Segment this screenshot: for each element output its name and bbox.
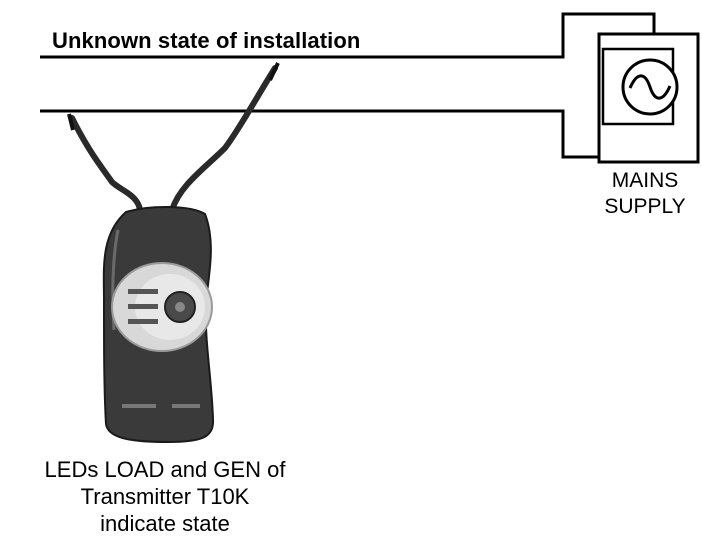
installation-wires bbox=[40, 12, 656, 159]
t10k-transmitter-device bbox=[102, 206, 215, 444]
mains-supply bbox=[597, 32, 700, 164]
left-probe-tip bbox=[67, 113, 75, 131]
mains-label-line-2: SUPPLY bbox=[604, 195, 686, 218]
diagram-title: Unknown state of installation bbox=[52, 28, 361, 53]
device-caption: LEDs LOAD and GEN of Transmitter T10K in… bbox=[0, 456, 330, 537]
mains-supply-label: MAINS SUPPLY bbox=[590, 168, 700, 220]
test-leads bbox=[67, 62, 280, 213]
led-gen-indicator bbox=[128, 319, 158, 324]
lower-conductor bbox=[40, 109, 600, 159]
caption-line-1: LEDs LOAD and GEN of bbox=[44, 457, 286, 482]
left-test-lead bbox=[69, 115, 143, 213]
caption-line-2: Transmitter T10K bbox=[80, 484, 250, 509]
upper-conductor bbox=[40, 12, 656, 59]
right-probe-tip bbox=[268, 62, 280, 81]
caption-line-3: indicate state bbox=[100, 511, 230, 536]
mains-label-line-1: MAINS bbox=[611, 169, 679, 192]
device-model-marking bbox=[122, 404, 156, 408]
sine-wave-icon bbox=[628, 74, 672, 100]
led-mid-indicator bbox=[128, 304, 158, 309]
led-load-indicator bbox=[128, 289, 158, 294]
device-brand-marking bbox=[172, 404, 200, 408]
right-test-lead bbox=[169, 65, 278, 213]
device-button-center bbox=[175, 302, 185, 312]
